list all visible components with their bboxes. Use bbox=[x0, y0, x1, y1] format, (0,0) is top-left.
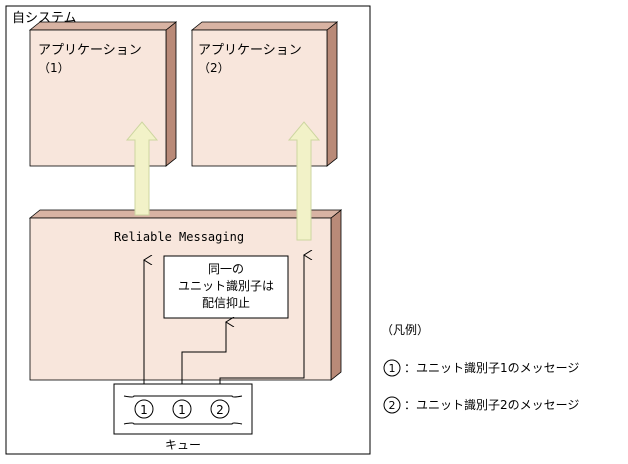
app-2-number: （2） bbox=[198, 61, 230, 75]
app-1-number: （1） bbox=[38, 61, 70, 75]
suppression-box: 同一の ユニット識別子は 配信抑止 bbox=[163, 255, 289, 319]
app-2-name: アプリケーション bbox=[198, 43, 302, 58]
app-box-2: アプリケーション （2） bbox=[190, 21, 339, 167]
app-box-1: アプリケーション （1） bbox=[28, 21, 178, 167]
delivery-arrow-2 bbox=[287, 121, 321, 241]
legend-item-2: 2 ② ：ユニット識別子2のメッセージ bbox=[383, 396, 579, 414]
queue: ① 1 ① 1 ② 2 キュー bbox=[113, 383, 253, 452]
queue-label: キュー bbox=[165, 438, 201, 452]
suppression-line-1: 同一の bbox=[208, 262, 244, 276]
reliable-messaging-label: Reliable Messaging bbox=[114, 230, 244, 244]
legend-item-1: 1 ① ：ユニット識別子1のメッセージ bbox=[383, 359, 579, 377]
svg-text:2: 2 bbox=[216, 403, 224, 417]
queue-item-1: ① 1 bbox=[134, 399, 154, 419]
queue-item-3: ② 2 bbox=[210, 399, 230, 419]
svg-text:1: 1 bbox=[140, 403, 148, 417]
svg-text:1: 1 bbox=[389, 362, 396, 375]
svg-text:1: 1 bbox=[178, 403, 186, 417]
suppression-line-3: 配信抑止 bbox=[202, 295, 250, 310]
flow-line-2 bbox=[181, 322, 226, 398]
suppression-line-2: ユニット識別子は bbox=[178, 279, 274, 293]
system-frame bbox=[5, 5, 371, 455]
svg-text:2: 2 bbox=[389, 399, 396, 412]
legend-item-1-text: ：ユニット識別子1のメッセージ bbox=[404, 361, 579, 375]
legend-title: （凡例） bbox=[381, 323, 429, 337]
legend-item-2-text: ：ユニット識別子2のメッセージ bbox=[404, 398, 579, 412]
delivery-arrow-1 bbox=[125, 121, 159, 216]
app-1-name: アプリケーション bbox=[38, 43, 142, 58]
queue-item-2: ① 1 bbox=[172, 399, 192, 419]
legend: （凡例） 1 ① ：ユニット識別子1のメッセージ 2 ② ：ユニット識別子2のメ… bbox=[381, 323, 579, 414]
